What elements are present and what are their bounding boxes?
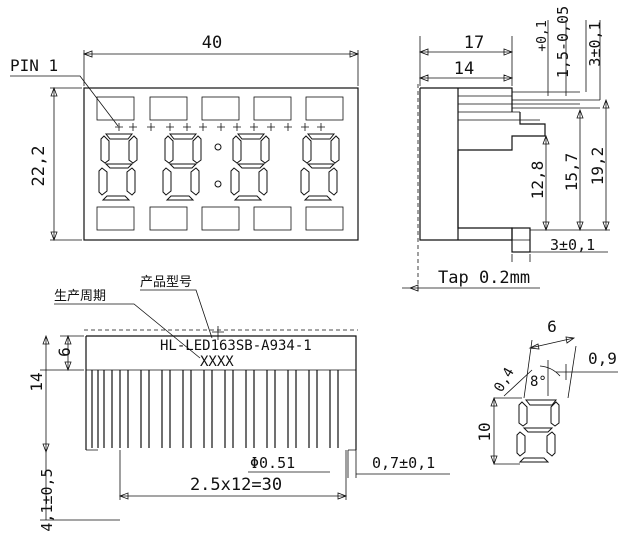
side-dim-14: 14: [454, 59, 474, 79]
detail-dim-0-9: 0,9: [588, 349, 617, 368]
side-lower-body: [457, 150, 513, 240]
date-code-leader: [54, 303, 201, 359]
detail-dim-angle: 8°: [530, 374, 547, 390]
top-label-pad: [149, 96, 188, 121]
bottom-dim-6: 6: [55, 347, 74, 357]
side-tap-note: Tap 0.2mm: [438, 268, 530, 288]
side-pin-lead: [458, 104, 546, 151]
bottom-label-pad: [305, 206, 344, 231]
digit-3: [230, 133, 270, 201]
display-body-outline: [83, 87, 359, 241]
side-dim-12-8: 12,8: [528, 161, 547, 200]
height-dimension-line: [50, 86, 82, 242]
side-body-outline: [419, 87, 513, 241]
bottom-view: 生产周期 产品型号 HL-LED163SB-A934-1 XXXX 6 14 4…: [27, 275, 450, 532]
side-dim-15-7: 15,7: [562, 153, 581, 192]
date-code-label: 生产周期: [54, 289, 106, 304]
bottom-dim-pin-dia: Φ0.51: [250, 454, 295, 472]
digit-4: [300, 133, 340, 201]
detail-dim-10: 10: [475, 422, 494, 441]
bottom-dim-14: 14: [27, 372, 46, 391]
bottom-label-pad: [96, 206, 135, 231]
bottom-label-pad: [201, 206, 240, 231]
side-dim-3-top: 3±0,1: [586, 21, 604, 66]
top-label-pad: [201, 96, 240, 121]
detail-dim-0-4: 0,4: [491, 365, 518, 395]
segment-detail: 6 0,9 0,4 8° 10: [475, 317, 618, 466]
side-dim-3-bottom: 3±0,1: [550, 236, 595, 254]
pin-marks: [115, 123, 325, 131]
top-label-pad: [253, 96, 292, 121]
bottom-label-pad: [149, 206, 188, 231]
pin1-leader: [10, 75, 119, 127]
colon-dot-top: [214, 143, 222, 151]
model-label: 产品型号: [140, 275, 192, 290]
digit-1: [98, 133, 138, 201]
side-dim-17: 17: [464, 33, 484, 53]
side-dim-19-2: 19,2: [588, 147, 607, 186]
date-code: XXXX: [200, 354, 234, 370]
top-label-pad: [305, 96, 344, 121]
bottom-dim-pin-length: 4,1±0,5: [38, 468, 56, 531]
bottom-dim-pitch: 2.5x12=30: [190, 475, 282, 495]
front-view: 40 22,2 PIN 1: [10, 33, 360, 242]
pin1-label: PIN 1: [10, 56, 58, 75]
colon-dot-bottom: [214, 180, 222, 188]
bottom-pins: [91, 370, 339, 448]
side-view: 17 14 +0,1 1,5-0,05 3±0,1 12,8 15,7 19,2…: [402, 6, 610, 292]
bottom-dim-pin-width: 0,7±0,1: [372, 454, 435, 472]
bottom-label-pad: [253, 206, 292, 231]
side-dim-tol: 1,5-0,05: [554, 6, 572, 78]
detail-dim-6: 6: [547, 317, 557, 336]
height-dimension-text: 22,2: [29, 146, 49, 187]
model-leader: [140, 289, 213, 339]
part-number: HL-LED163SB-A934-1: [160, 338, 312, 354]
digit-2: [162, 133, 202, 201]
width-dimension-line: [82, 50, 360, 86]
top-label-pad: [96, 96, 135, 121]
bottom-body-outline: [85, 335, 357, 450]
width-dimension-text: 40: [202, 33, 222, 53]
side-dim-tol-sup: +0,1: [535, 20, 550, 51]
